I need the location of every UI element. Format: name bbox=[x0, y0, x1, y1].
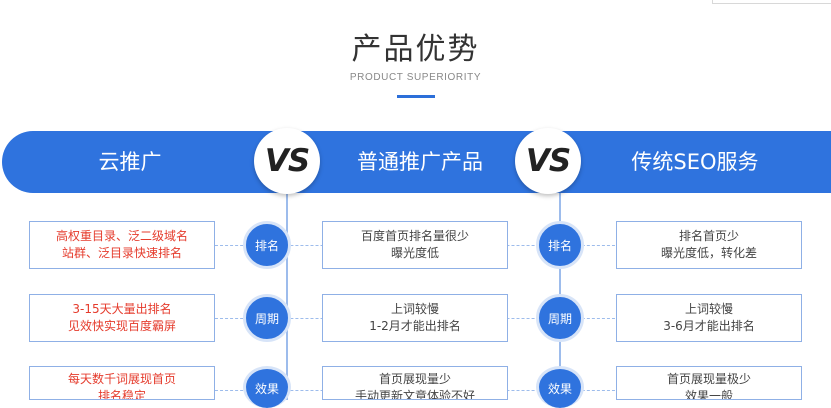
cell-line: 站群、泛目录快速排名 bbox=[61, 246, 182, 260]
vs-badge-left: VS bbox=[254, 128, 320, 194]
top-right-frame-edge bbox=[712, 0, 831, 4]
cell-line: 见效快实现百度霸屏 bbox=[67, 319, 176, 333]
cell-line: 排名稳定 bbox=[97, 389, 146, 400]
cell-line: 高权重目录、泛二级域名 bbox=[55, 229, 188, 243]
cell-period-cloud: 3-15天大量出排名 见效快实现百度霸屏 bbox=[29, 294, 215, 342]
page-title: 产品优势 bbox=[351, 32, 480, 67]
cell-line: 手动更新文章体验不好 bbox=[354, 389, 475, 400]
cell-line: 3-6月才能出排名 bbox=[663, 319, 755, 333]
cell-line: 每天数千词展现首页 bbox=[67, 372, 176, 386]
cell-effect-regular: 首页展现量少 手动更新文章体验不好 bbox=[322, 366, 508, 400]
row-label-period-right: 周期 bbox=[536, 294, 584, 342]
row-label-effect-right: 效果 bbox=[536, 366, 584, 408]
vs-badge-right: VS bbox=[515, 128, 581, 194]
cell-line: 效果一般 bbox=[684, 389, 733, 400]
cell-effect-cloud: 每天数千词展现首页 排名稳定 bbox=[29, 366, 215, 400]
cell-effect-seo: 首页展现量极少 效果一般 bbox=[616, 366, 802, 400]
column-header-regular-promotion: 普通推广产品 bbox=[357, 150, 483, 174]
cell-line: 曝光度低 bbox=[390, 246, 439, 260]
cell-line: 百度首页排名量很少 bbox=[360, 229, 469, 243]
cell-ranking-seo: 排名首页少 曝光度低，转化差 bbox=[616, 221, 802, 269]
cell-ranking-regular: 百度首页排名量很少 曝光度低 bbox=[322, 221, 508, 269]
cell-line: 上词较慢 bbox=[684, 302, 733, 316]
cell-period-seo: 上词较慢 3-6月才能出排名 bbox=[616, 294, 802, 342]
column-header-cloud-promotion: 云推广 bbox=[98, 150, 162, 174]
row-label-ranking: 排名 bbox=[243, 221, 291, 269]
row-label-ranking-right: 排名 bbox=[536, 221, 584, 269]
cell-line: 首页展现量极少 bbox=[666, 372, 751, 386]
cell-line: 首页展现量少 bbox=[378, 372, 451, 386]
cell-line: 1-2月才能出排名 bbox=[369, 319, 461, 333]
cell-line: 3-15天大量出排名 bbox=[72, 302, 172, 316]
cell-line: 上词较慢 bbox=[390, 302, 439, 316]
column-header-traditional-seo: 传统SEO服务 bbox=[631, 150, 759, 174]
connector-line-left bbox=[286, 190, 288, 400]
cell-line: 排名首页少 bbox=[678, 229, 739, 243]
cell-line: 曝光度低，转化差 bbox=[660, 246, 757, 260]
row-label-period: 周期 bbox=[243, 294, 291, 342]
title-underline bbox=[397, 95, 435, 98]
comparison-header-band bbox=[2, 131, 831, 193]
cell-period-regular: 上词较慢 1-2月才能出排名 bbox=[322, 294, 508, 342]
row-label-effect: 效果 bbox=[243, 366, 291, 408]
page-subtitle: PRODUCT SUPERIORITY bbox=[349, 72, 482, 83]
cell-ranking-cloud: 高权重目录、泛二级域名 站群、泛目录快速排名 bbox=[29, 221, 215, 269]
